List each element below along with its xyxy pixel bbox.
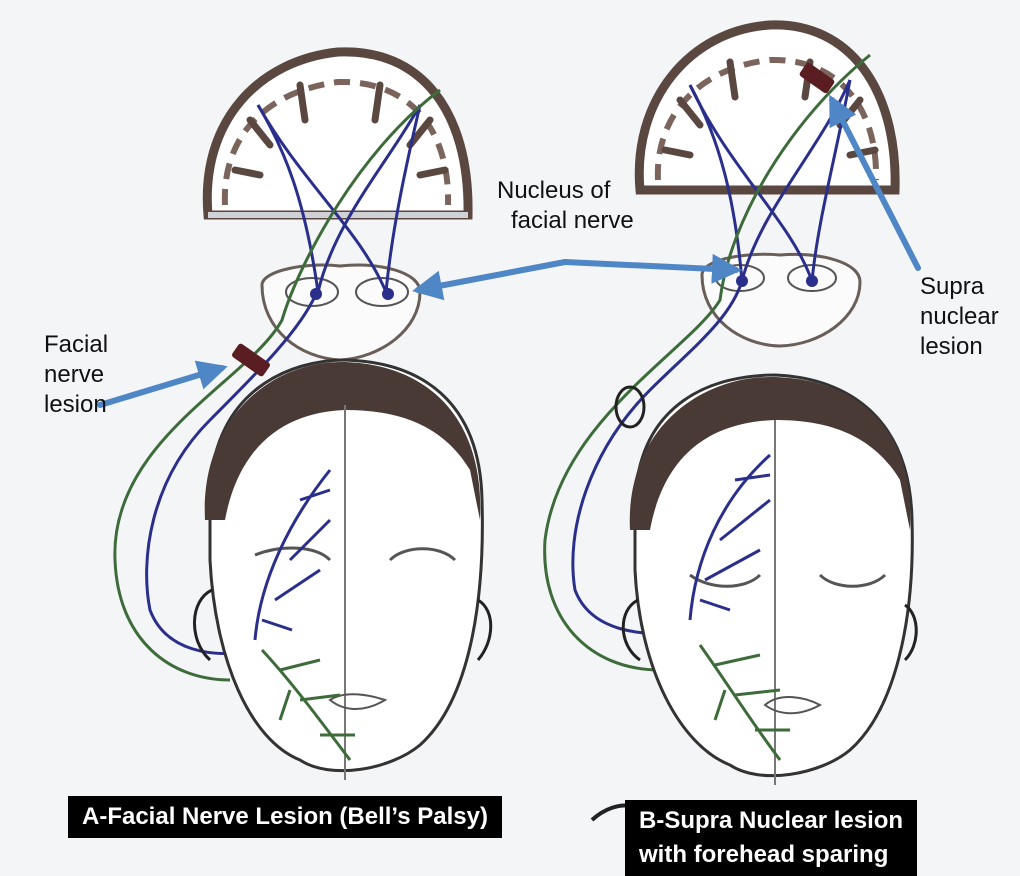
caption-b-line-1: B-Supra Nuclear lesion bbox=[639, 804, 903, 838]
nucleus-label-line-2: facial nerve bbox=[511, 206, 634, 236]
supra-lesion-label: Supra nuclear lesion bbox=[920, 272, 999, 362]
nucleus-label-line-1: Nucleus of bbox=[497, 176, 634, 206]
facial-lesion-label-line-2: nerve bbox=[44, 360, 108, 390]
facial-lesion-label-line-3: lesion bbox=[44, 390, 108, 420]
supra-lesion-label-line-1: Supra bbox=[920, 272, 999, 302]
panel-b bbox=[545, 25, 917, 820]
caption-b-line-2: with forehead sparing bbox=[639, 838, 903, 872]
caption-a: A-Facial Nerve Lesion (Bell’s Palsy) bbox=[68, 796, 502, 838]
facial-lesion-label-line-1: Facial bbox=[44, 330, 108, 360]
brain-section-a bbox=[207, 52, 468, 218]
face-a bbox=[194, 360, 490, 780]
facial-lesion-label: Facial nerve lesion bbox=[44, 330, 108, 420]
arrow-nucleus-left bbox=[418, 262, 565, 290]
nucleus-label: Nucleus of facial nerve bbox=[497, 176, 634, 236]
brain-section-b bbox=[639, 25, 895, 190]
panel-a bbox=[115, 52, 491, 780]
supra-lesion-label-line-3: lesion bbox=[920, 332, 999, 362]
face-b bbox=[623, 375, 916, 785]
supra-lesion-label-line-2: nuclear bbox=[920, 302, 999, 332]
caption-b: B-Supra Nuclear lesion with forehead spa… bbox=[625, 800, 917, 876]
intact-nerve-ring-b bbox=[616, 387, 644, 427]
caption-a-text: A-Facial Nerve Lesion (Bell’s Palsy) bbox=[82, 800, 488, 834]
